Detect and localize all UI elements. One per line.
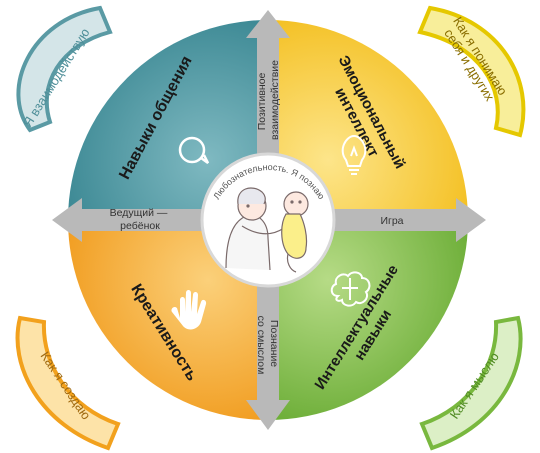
quadrant-communication: [68, 20, 268, 220]
mother-and-baby-illustration: [225, 187, 309, 273]
arrow-label-meaning-2: со смыслом: [255, 316, 267, 375]
arrow-right: [328, 198, 486, 242]
brain-icon: [330, 271, 371, 307]
svg-text:Ведущий — ребёнок: Ведущий — ребёнок: [110, 207, 171, 232]
svg-text:Познание со смыслом: Познание со смыслом: [255, 316, 280, 375]
arrow-label-lead-1: Ведущий —: [110, 207, 168, 219]
arrow-label-play: Игра: [380, 215, 403, 227]
arrow-label-positive-1: Позитивное: [256, 72, 268, 130]
arrow-up: [246, 10, 290, 160]
quadrant-emotional: [268, 20, 468, 220]
quadrant-creativity: [68, 220, 268, 420]
arrow-label-positive-2: взаимодействие: [269, 60, 281, 140]
lightbulb-icon: [341, 134, 367, 175]
corner-top-left: Я взаимодействую: [16, 5, 113, 133]
corner-bottom-left: Как я создаю: [15, 315, 121, 451]
hand-icon: [171, 290, 207, 330]
arrow-left: [52, 198, 208, 242]
arrow-label-meaning-1: Познание: [268, 320, 280, 367]
speech-bubble-icon: [178, 136, 210, 165]
svg-text:Позитивное взаимодействие: Позитивное взаимодействие: [256, 60, 281, 140]
arrow-down: [246, 280, 290, 430]
arrow-cross: [52, 10, 486, 430]
arrow-label-lead-2: ребёнок: [120, 220, 160, 232]
corner-bottom-right: Как я мыслю: [419, 315, 523, 451]
quadrant-intellectual: [268, 220, 468, 420]
